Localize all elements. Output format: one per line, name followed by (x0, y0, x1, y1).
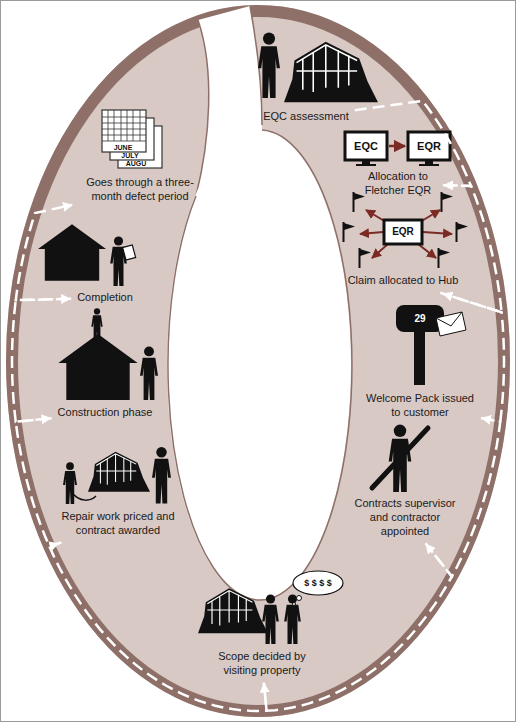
illustration-part (108, 110, 109, 141)
icon-label: JUNE (114, 144, 133, 151)
illustration-part (418, 244, 436, 258)
illustration-part (102, 135, 146, 136)
illustration-part (102, 141, 146, 142)
caption-text: Allocation to Fletcher EQR (359, 170, 437, 198)
caption-text: Repair work priced and contract awarded (57, 510, 179, 538)
stage-caption: Construction phase (55, 404, 156, 422)
illustration-part (297, 596, 302, 601)
icon-label: $ $ $ $ (304, 579, 332, 588)
illustration-part (414, 330, 425, 385)
stage-caption: Allocation to Fletcher EQR (356, 168, 440, 200)
illustration-part (114, 110, 115, 141)
illustration-part (439, 248, 451, 268)
illustration-part (167, 130, 351, 600)
illustration-part (6, 5, 510, 717)
illustration-part (91, 308, 102, 342)
illustration-part (102, 129, 146, 130)
illustration-part (408, 132, 450, 160)
caption-text: EQC assessment (263, 110, 349, 124)
flow-arrow (443, 185, 502, 312)
illustration-part (360, 232, 383, 234)
flow-arrow (264, 543, 452, 711)
illustration-part (360, 248, 372, 268)
illustration-part (436, 312, 462, 326)
illustration-part (372, 428, 428, 488)
flow-arrow (49, 544, 266, 712)
illustration-part (457, 222, 469, 242)
icon-label: EQR (392, 227, 414, 237)
illustration-part (127, 110, 128, 141)
icon-label: EQR (417, 141, 441, 152)
icon-label: JULY (121, 152, 138, 159)
illustration-part (372, 244, 388, 258)
illustration-part (262, 594, 279, 644)
illustration-part (442, 192, 454, 212)
illustration-part (425, 160, 433, 164)
illustration-part (121, 110, 122, 141)
stage-caption: Welcome Pack issued to customer (362, 390, 478, 422)
illustration-part (63, 462, 77, 504)
stage-caption: EQC assessment (260, 108, 352, 126)
stage-caption: Completion (74, 289, 136, 307)
caption-text: Construction phase (58, 406, 153, 420)
illustration-part (423, 232, 452, 234)
stage-caption: Claim allocated to Hub (345, 272, 462, 290)
illustration-part (345, 132, 387, 160)
illustration-part (344, 222, 356, 242)
caption-text: Welcome Pack issued to customer (365, 392, 475, 420)
illustration-part (284, 42, 378, 103)
illustration-part (293, 571, 343, 595)
flow-arrow (16, 418, 62, 546)
illustration-part (258, 33, 280, 98)
illustration-part (284, 594, 301, 644)
caption-text: Contracts supervisor and contractor appo… (350, 497, 460, 538)
illustration-part (152, 447, 171, 504)
illustration-part (123, 245, 136, 260)
caption-text: Claim allocated to Hub (348, 274, 459, 288)
caption-text: Scope decided by visiting property (209, 650, 315, 678)
illustration-part (102, 117, 146, 118)
stage-caption: Goes through a three-month defect period (76, 174, 204, 206)
illustration-part (133, 110, 134, 141)
illustration-part (140, 346, 158, 400)
illustration-part (140, 110, 141, 141)
illustration-part (384, 220, 422, 244)
illustration-part (38, 224, 106, 281)
caption-text: Goes through a three-month defect period (79, 176, 201, 204)
illustration-part (110, 236, 127, 286)
caption-text: Completion (77, 291, 133, 305)
illustration-part (102, 123, 146, 124)
icon-label: EQC (354, 141, 378, 152)
illustration-part (389, 145, 405, 148)
illustration-part (168, 130, 352, 600)
illustration-part (293, 603, 296, 606)
illustration-part (198, 588, 268, 633)
illustration-part (419, 164, 439, 166)
icon-label: AUGU (126, 160, 147, 167)
stage-caption: Scope decided by visiting property (206, 648, 318, 680)
illustration-part (102, 110, 146, 141)
illustration-part (196, 20, 209, 196)
illustration-part (362, 160, 370, 164)
illustration-part (436, 312, 466, 336)
flow-arrow (12, 299, 70, 422)
stage-caption: Repair work priced and contract awarded (54, 508, 182, 540)
illustration-part (354, 192, 366, 212)
illustration-part (58, 334, 137, 400)
illustration-part (356, 164, 376, 166)
illustration-part (88, 452, 150, 492)
stage-caption: Contracts supervisor and contractor appo… (347, 495, 463, 540)
icon-label: 29 (414, 314, 425, 324)
flow-arrow (16, 205, 72, 300)
illustration-part (102, 110, 146, 152)
